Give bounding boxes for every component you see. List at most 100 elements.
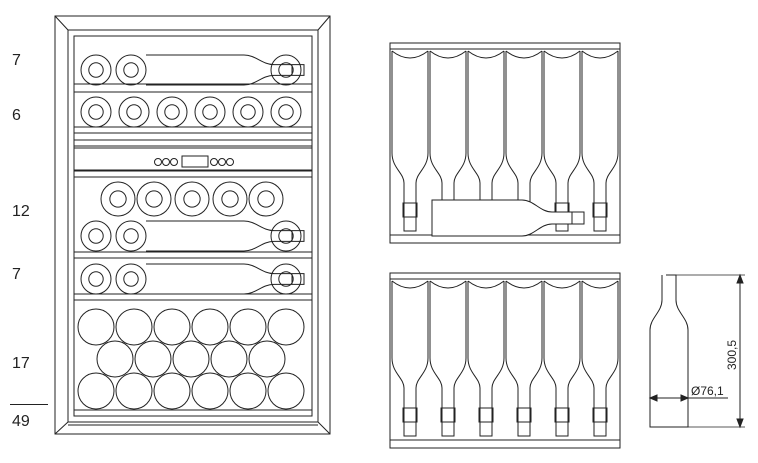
bottle-end — [153, 372, 191, 410]
bottle-end-inner — [164, 104, 180, 120]
height-label: 300,5 — [725, 340, 739, 370]
bottle-neck-ring — [592, 202, 608, 218]
control-button-icon — [226, 158, 234, 166]
bottle-end-inner — [202, 104, 218, 120]
shelf — [73, 126, 313, 134]
control-button-icon — [162, 158, 170, 166]
bottle-base-curve — [429, 50, 467, 59]
shelf-count-2: 6 — [12, 107, 21, 124]
bottle-end — [80, 54, 112, 86]
bottle-end — [267, 308, 305, 346]
bottle-neck-ring — [402, 407, 418, 423]
shelf-count-1: 7 — [12, 52, 21, 69]
standing-bottle — [581, 51, 619, 232]
bottle-end — [153, 308, 191, 346]
bottle-base-curve — [581, 50, 619, 59]
bottle-base-curve — [391, 280, 429, 289]
control-panel — [73, 147, 313, 171]
bottle-end-inner — [278, 228, 294, 244]
standing-bottle — [505, 281, 543, 437]
bottle-end — [115, 372, 153, 410]
bottle-end-inner — [88, 104, 104, 120]
bottle-end — [172, 340, 210, 378]
bottle-end — [136, 181, 172, 217]
bottle-end — [80, 220, 112, 252]
total-divider — [10, 404, 48, 405]
bottle-end-inner — [123, 62, 139, 78]
bottle-end — [229, 372, 267, 410]
bottle-end — [267, 372, 305, 410]
bottle-end — [156, 96, 188, 128]
lying-bottle — [431, 199, 585, 237]
bottle-end — [248, 340, 286, 378]
shelf-count-5: 17 — [12, 355, 30, 372]
bottle-end — [270, 96, 302, 128]
standing-bottle — [391, 281, 429, 437]
bottle-end — [115, 308, 153, 346]
bottle-end — [270, 263, 302, 295]
shelf — [73, 251, 313, 259]
bottle-end — [174, 181, 210, 217]
bottle-end — [191, 372, 229, 410]
bottle-end — [115, 54, 147, 86]
standing-bottle — [543, 51, 581, 232]
bottle-end-inner — [278, 62, 294, 78]
control-button-icon — [218, 158, 226, 166]
bottle-end — [80, 96, 112, 128]
side-view-upper — [389, 42, 621, 244]
bottle-end — [115, 220, 147, 252]
bottle-outline — [649, 274, 689, 428]
bottle-neck-ring — [554, 407, 570, 423]
front-bottle-stack — [77, 54, 305, 410]
side-frame — [389, 42, 621, 244]
bottle-base-curve — [467, 50, 505, 59]
bottle-end — [248, 181, 284, 217]
bottle-base-curve — [505, 280, 543, 289]
bottle-base-curve — [429, 280, 467, 289]
bottle-end-inner — [278, 104, 294, 120]
bottle-end — [77, 372, 115, 410]
bottle-base-curve — [543, 50, 581, 59]
shelf-count-4: 7 — [12, 266, 21, 283]
control-panel-strip — [73, 147, 313, 171]
standing-bottle — [391, 51, 429, 232]
bottle-neck-ring — [402, 202, 418, 218]
lying-bottle — [146, 263, 305, 295]
bottle-end — [210, 340, 248, 378]
lying-bottle — [146, 220, 305, 252]
bottle-end-inner — [88, 271, 104, 287]
bottle-end-inner — [221, 190, 239, 208]
bottle-base-curve — [581, 280, 619, 289]
bottle-neck-ring — [592, 407, 608, 423]
bottle-end-inner — [145, 190, 163, 208]
bottle-base-curve — [505, 50, 543, 59]
bottle-end — [96, 340, 134, 378]
side-view-lower — [389, 272, 621, 449]
bottle-base-curve — [543, 280, 581, 289]
bottle-end-inner — [183, 190, 201, 208]
bottle-base-curve — [467, 280, 505, 289]
bottle-end — [229, 308, 267, 346]
total-count: 49 — [12, 413, 30, 430]
standing-bottle — [543, 281, 581, 437]
control-button-icon — [210, 158, 218, 166]
display-icon — [181, 155, 209, 168]
bottle-base-curve — [391, 50, 429, 59]
standing-bottle — [429, 281, 467, 437]
bottle-end — [194, 96, 226, 128]
bottle-end — [232, 96, 264, 128]
shelf — [73, 83, 313, 93]
bottle-end — [80, 263, 112, 295]
bottle-end — [270, 220, 302, 252]
shelf-count-3: 12 — [12, 203, 30, 220]
bottle-end-inner — [88, 62, 104, 78]
standing-bottle — [581, 281, 619, 437]
bottle-neck-ring — [478, 407, 494, 423]
side-frame — [389, 272, 621, 449]
bottle-neck-ring — [440, 407, 456, 423]
bottle-end-inner — [88, 228, 104, 244]
